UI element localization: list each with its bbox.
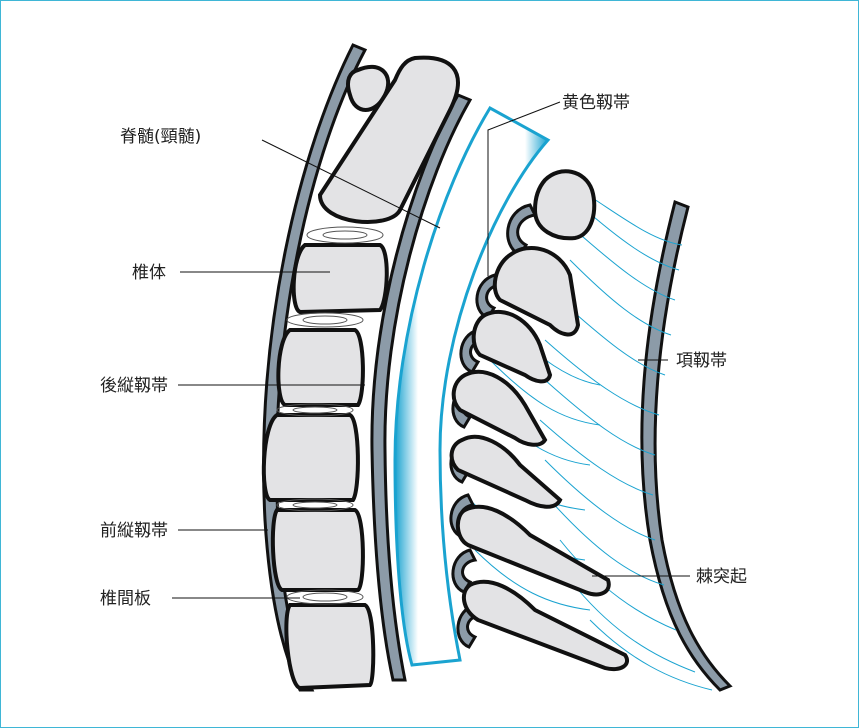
label-nuchal-ligament: 項靱帯	[676, 351, 727, 371]
label-vertebral-body: 椎体	[132, 263, 166, 283]
label-posterior-longitudinal-ligament: 後縦靱帯	[100, 376, 168, 396]
nuchal-ligament	[642, 202, 730, 690]
label-spinous-process: 棘突起	[696, 567, 747, 587]
label-intervertebral-disc: 椎間板	[100, 589, 151, 609]
label-spinal-cord: 脊髄(頸髄)	[120, 127, 201, 147]
label-ligamentum-flavum: 黄色靱帯	[562, 93, 630, 113]
label-anterior-longitudinal-ligament: 前縦靱帯	[100, 521, 168, 541]
